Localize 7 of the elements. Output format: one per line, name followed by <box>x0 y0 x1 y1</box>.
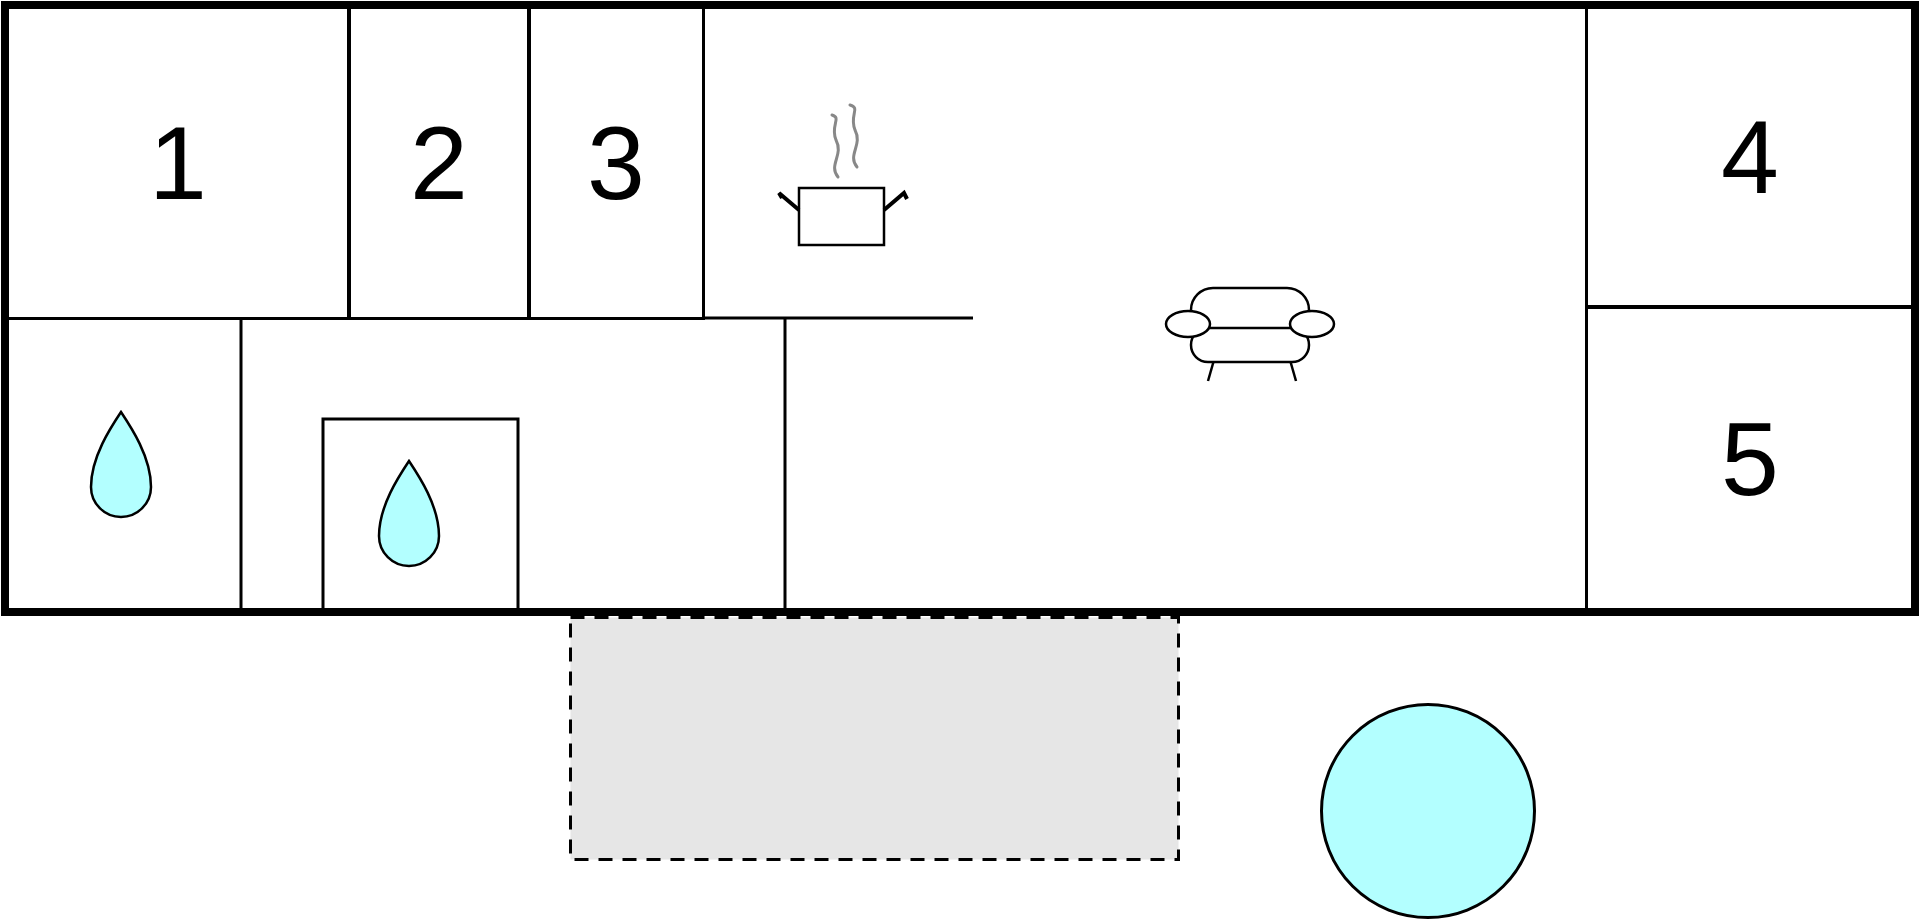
room-number: 4 <box>1721 105 1779 209</box>
room-number: 2 <box>410 110 468 215</box>
room-number: 5 <box>1721 406 1779 511</box>
terrace-area <box>569 616 1180 861</box>
room-number: 1 <box>149 110 207 215</box>
pool-circle <box>1320 703 1536 919</box>
room-number: 3 <box>587 110 645 215</box>
